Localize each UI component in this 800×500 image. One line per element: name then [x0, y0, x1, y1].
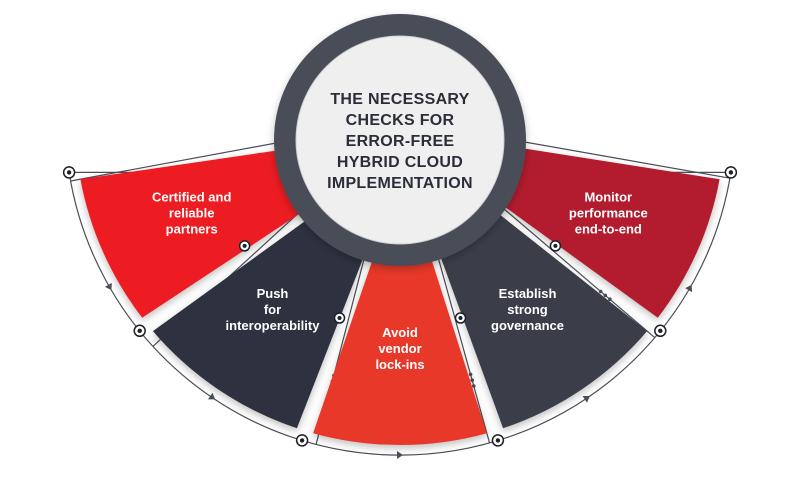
connector-node-core	[299, 438, 305, 443]
ellipsis-dot	[470, 378, 475, 383]
center-inner-circle	[295, 35, 505, 245]
radial-connector	[513, 139, 731, 179]
center-title-line: THE NECESSARY	[330, 91, 469, 108]
arc-arrow	[397, 451, 403, 459]
segment-4-label: strong	[507, 302, 548, 317]
arc-arrow	[685, 284, 693, 293]
segment-5-label: performance	[569, 206, 648, 221]
segment-5-label: Monitor	[584, 190, 632, 205]
segment-5-label: end-to-end	[575, 222, 642, 237]
segment-4-label: governance	[491, 318, 564, 333]
connector-nodes	[62, 166, 738, 447]
connector-node-core	[495, 438, 501, 443]
center-hub: THE NECESSARY CHECKS FOR ERROR-FREE HYBRID …	[274, 14, 526, 266]
segment-2-label: interoperability	[226, 318, 321, 333]
segment-3-label: lock-ins	[375, 357, 424, 372]
connector-node-core	[658, 328, 663, 333]
center-title-line: CHECKS FOR	[346, 112, 455, 129]
arc-arrow	[104, 282, 112, 291]
radial-connector	[430, 230, 491, 443]
segment-4-label: Establish	[499, 286, 557, 301]
connector-node-core	[242, 243, 247, 248]
connector-node-core	[337, 316, 342, 320]
ellipsis-dot	[472, 384, 476, 388]
segment-5	[495, 148, 720, 318]
segment-1-label: partners	[166, 222, 218, 237]
segment-3-label: vendor	[378, 341, 421, 356]
segment-2-label: Push	[257, 286, 289, 301]
arc-arrow	[582, 396, 590, 403]
segments: Certified andreliablepartnersPushforinte…	[80, 148, 720, 446]
center-title-line: ERROR-FREE	[346, 133, 455, 150]
segment-1	[80, 150, 311, 318]
connector-node-core	[728, 170, 734, 175]
ellipsis-dot	[603, 293, 608, 298]
connector-node-core	[66, 170, 72, 175]
segment-3-label: Avoid	[382, 325, 418, 340]
connector-node-core	[553, 243, 558, 248]
radial-connector	[70, 140, 288, 182]
ellipsis-dot	[468, 372, 473, 377]
segment-2-label: for	[264, 302, 281, 317]
ellipsis-dot	[598, 289, 603, 294]
segment-1-label: Certified and	[152, 190, 232, 205]
segment-1-label: reliable	[169, 206, 215, 221]
arc-arrow	[207, 392, 216, 400]
ellipsis-dot	[608, 297, 612, 302]
segment-3	[313, 242, 487, 446]
connector-node-core	[137, 328, 142, 333]
segment-2	[152, 212, 370, 429]
connector-node-core	[458, 316, 463, 320]
center-title-line: HYBRID CLOUD	[337, 154, 463, 171]
radial-connector	[487, 194, 656, 339]
segment-4	[434, 206, 648, 429]
center-title-line: IMPLEMENTATION	[327, 175, 473, 192]
